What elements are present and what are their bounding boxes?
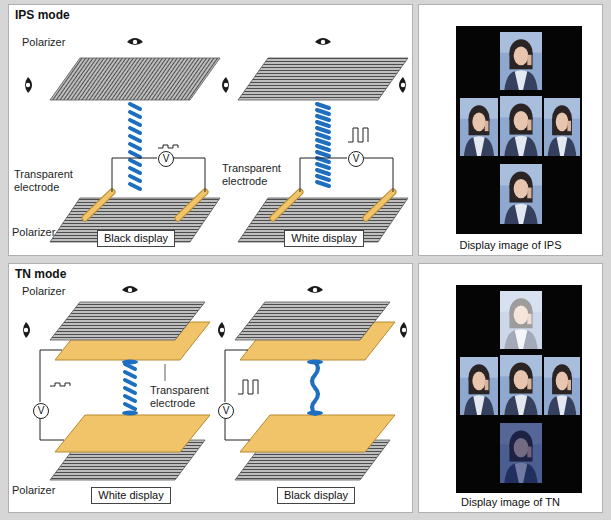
part-label: Polarizer — [12, 226, 55, 239]
display-caption-box: Black display — [277, 487, 355, 504]
mode-panel: IPS modeV Black display V White display — [8, 4, 413, 256]
panel-heading: IPS mode — [15, 8, 70, 22]
part-label: Transparent electrode — [14, 168, 84, 194]
part-label: Polarizer — [22, 285, 65, 298]
voltage-symbol-text: V — [353, 153, 360, 164]
part-label: Polarizer — [22, 36, 65, 49]
display-caption-box: Black display — [97, 230, 175, 247]
display-caption-box: White display — [284, 230, 363, 247]
caption-text: Black display — [284, 489, 348, 501]
panel-heading: TN mode — [15, 267, 66, 281]
caption-text: White display — [98, 489, 163, 501]
voltage-source-symbol: V — [158, 151, 174, 167]
caption-text: Black display — [104, 232, 168, 244]
voltage-source-symbol: V — [218, 403, 234, 419]
display-caption-box: White display — [91, 487, 170, 504]
image-panel: Display image of TN — [418, 263, 603, 513]
image-caption: Display image of IPS — [419, 239, 602, 251]
voltage-source-symbol: V — [348, 151, 364, 167]
image-caption: Display image of TN — [419, 496, 602, 508]
mode-panel: TN modeV White display V Black display — [8, 263, 413, 513]
image-panel: Display image of IPS — [418, 4, 603, 256]
caption-text: White display — [291, 232, 356, 244]
voltage-symbol-text: V — [223, 405, 230, 416]
voltage-source-symbol: V — [33, 403, 49, 419]
part-label: Polarizer — [12, 484, 55, 497]
voltage-symbol-text: V — [38, 405, 45, 416]
part-label: Transparent electrode — [222, 162, 294, 188]
voltage-symbol-text: V — [163, 153, 170, 164]
part-label: Transparent electrode — [150, 384, 220, 410]
